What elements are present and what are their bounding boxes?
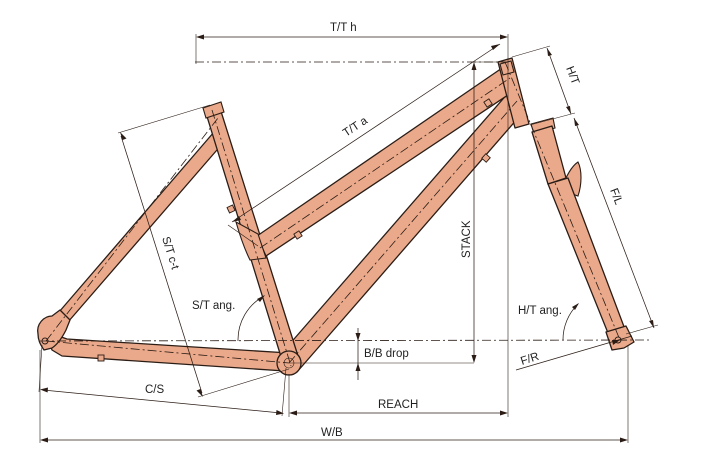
cable-guide — [226, 204, 236, 214]
label-wheelbase: W/B — [321, 427, 343, 439]
cable-guide — [293, 230, 303, 240]
label-fork-length: F/L — [607, 187, 624, 207]
label-head-tube-angle: H/T ang. — [518, 305, 562, 317]
fork-crown — [531, 125, 567, 185]
label-head-tube: H/T — [563, 65, 581, 87]
label-reach: REACH — [378, 399, 418, 411]
label-stack: STACK — [461, 220, 473, 258]
label-top-tube-horizontal: T/T h — [330, 22, 357, 34]
label-bb-drop: B/B drop — [364, 348, 409, 360]
head-tube — [497, 57, 530, 129]
label-fork-rake: F/R — [519, 351, 540, 368]
label-seat-tube-angle: S/T ang. — [192, 300, 235, 312]
label-chainstay: C/S — [145, 384, 165, 396]
cable-guide — [483, 98, 493, 108]
bike-frame — [37, 57, 635, 376]
headset-top — [499, 60, 515, 76]
center-lines — [39, 61, 651, 367]
cable-guide — [481, 153, 491, 163]
label-top-tube-actual: T/T a — [341, 114, 370, 139]
dimension-labels: T/T h T/T a H/T F/L STACK S/T c-t S/T an… — [145, 22, 625, 439]
cable-guide — [97, 354, 105, 362]
chain-stay — [43, 330, 290, 372]
seat-clamp — [202, 101, 225, 119]
dimension-lines — [38, 34, 659, 443]
seat-stay — [58, 131, 224, 323]
